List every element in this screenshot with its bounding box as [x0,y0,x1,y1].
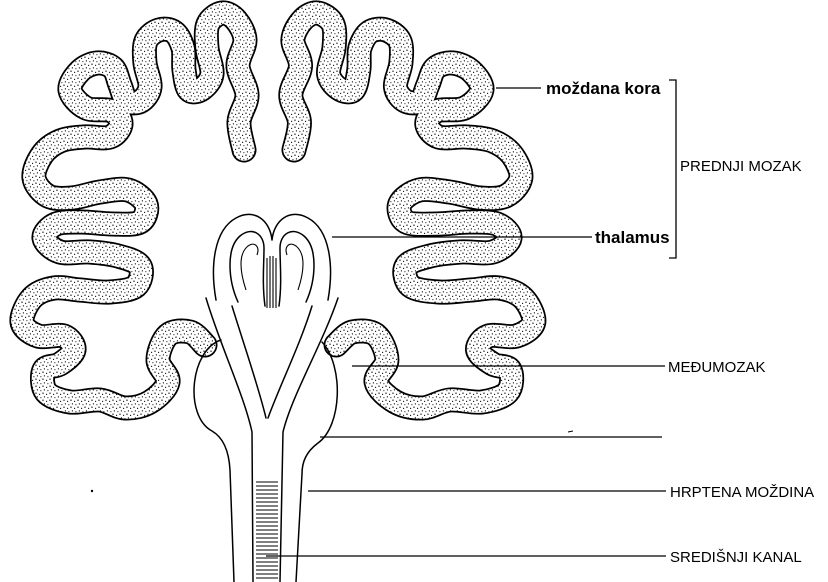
brainstem-right-inner-tract [268,306,312,418]
labels: moždana kora PREDNJI MOZAK thalamus MEĐU… [546,79,814,566]
thalamus-label: thalamus [595,228,670,247]
thalamus-left-lobe [230,232,265,306]
thalamus-structure [213,214,330,308]
speck [568,431,573,432]
leader-lines [266,80,676,556]
brainstem-left-inner-tract [232,306,266,418]
speck [91,490,93,492]
thalamus-right-lobe [279,232,314,306]
midbrain-left-bulge [194,340,234,582]
forebrain-bracket [669,80,676,258]
central-canal-label: SREDIŠNJI KANAL [670,549,802,566]
cortex-label: moždana kora [546,79,661,98]
thalamus-left-inner-curl [241,244,258,290]
midbrain-right-bulge [296,342,337,582]
thalamus-right-inner-curl [286,244,303,290]
central-canal-hatching [256,482,278,578]
spinal-cord [256,482,278,578]
left-hemisphere [22,13,247,408]
forebrain-label: PREDNJI MOZAK [680,158,802,175]
spinal-cord-label: HRPTENA MOŽDINA [670,484,814,501]
thalamus-striations [267,256,276,308]
diencephalon-label: MEĐUMOZAK [668,359,766,376]
